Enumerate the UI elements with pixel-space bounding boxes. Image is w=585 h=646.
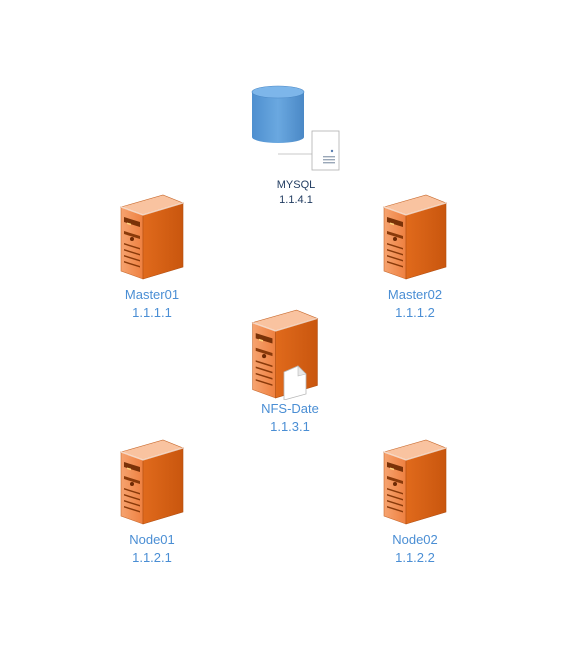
node02-ip: 1.1.2.2 bbox=[395, 550, 435, 565]
server-icon bbox=[119, 193, 185, 281]
master01-ip: 1.1.1.1 bbox=[132, 305, 172, 320]
server-node02[interactable] bbox=[382, 438, 448, 526]
master02-label: Master02 1.1.1.2 bbox=[345, 286, 485, 322]
master02-name: Master02 bbox=[387, 287, 443, 302]
server-icon bbox=[382, 193, 448, 281]
server-master01[interactable] bbox=[119, 193, 185, 281]
node01-name: Node01 bbox=[129, 532, 175, 547]
mysql-name: MYSQL bbox=[276, 179, 316, 191]
server-icon bbox=[382, 438, 448, 526]
master02-ip: 1.1.1.2 bbox=[395, 305, 435, 320]
master01-name: Master01 bbox=[124, 287, 180, 302]
node01-label: Node01 1.1.2.1 bbox=[82, 531, 222, 567]
nfs-name: NFS-Date bbox=[261, 401, 319, 416]
node01-ip: 1.1.2.1 bbox=[132, 550, 172, 565]
node02-label: Node02 1.1.2.2 bbox=[345, 531, 485, 567]
mysql-ip: 1.1.4.1 bbox=[279, 194, 313, 206]
master01-label: Master01 1.1.1.1 bbox=[82, 286, 222, 322]
nfs-label: NFS-Date 1.1.3.1 bbox=[220, 400, 360, 436]
file-server-icon bbox=[250, 308, 320, 401]
nfs-ip: 1.1.3.1 bbox=[270, 419, 310, 434]
node02-name: Node02 bbox=[392, 532, 438, 547]
server-nfs[interactable] bbox=[250, 308, 320, 401]
server-master02[interactable] bbox=[382, 193, 448, 281]
mysql-node[interactable] bbox=[246, 82, 346, 174]
mysql-label: MYSQL 1.1.4.1 bbox=[246, 178, 346, 208]
server-node01[interactable] bbox=[119, 438, 185, 526]
database-icon bbox=[251, 85, 340, 171]
server-icon bbox=[119, 438, 185, 526]
